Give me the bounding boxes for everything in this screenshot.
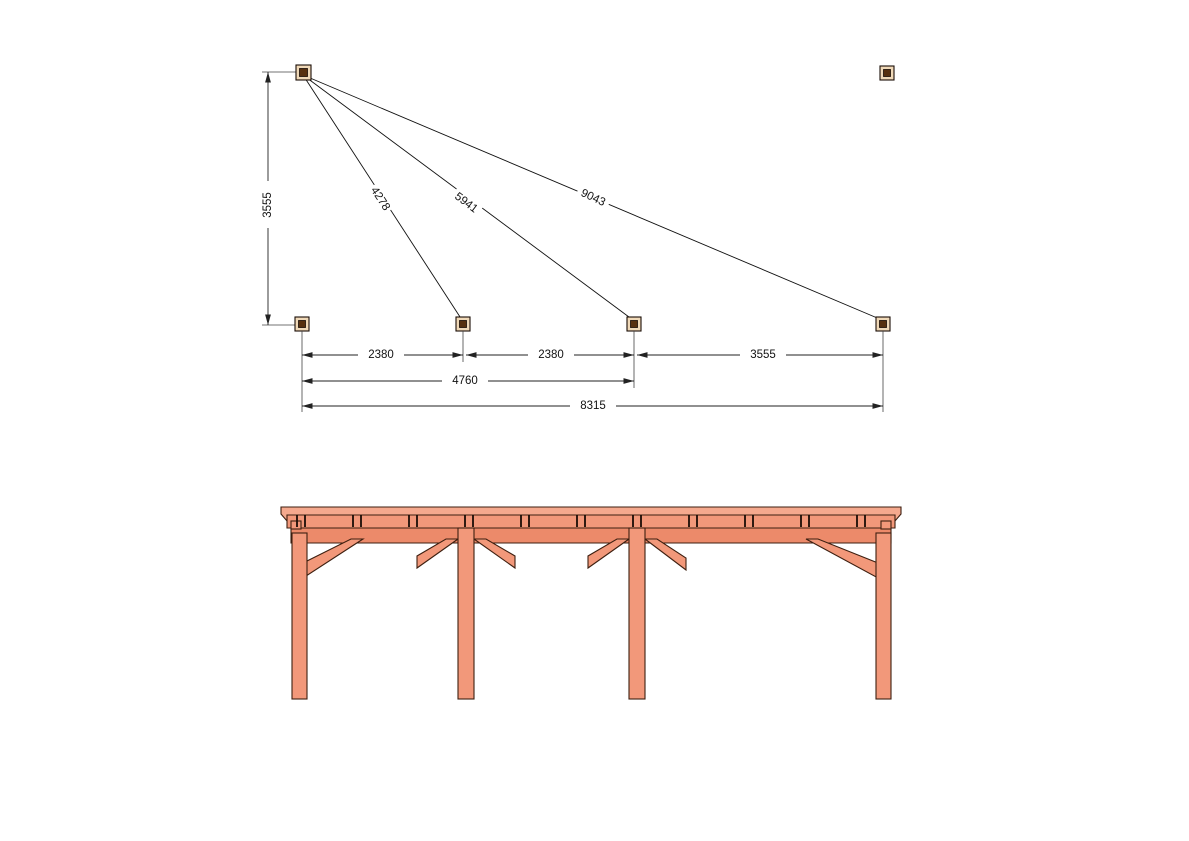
- main-beam: [290, 527, 892, 544]
- post-2: [457, 527, 475, 700]
- post-marker-apex[interactable]: [295, 64, 312, 81]
- posts-group: [291, 527, 892, 700]
- post-1: [291, 532, 308, 700]
- beam-end-block-left: [290, 520, 302, 530]
- dimension-label-row1-seg1: 2380: [368, 349, 394, 361]
- post-marker-2[interactable]: [455, 316, 471, 332]
- dimension-label-row1-seg2: 2380: [538, 349, 564, 361]
- rafter-marker: [632, 515, 642, 527]
- rafter-band: [286, 514, 896, 529]
- dimension-label-row1-seg3: 3555: [750, 349, 776, 361]
- diagonal-dimension-labels: 4278 5941 9043: [359, 178, 614, 224]
- post-marker-1[interactable]: [294, 316, 310, 332]
- dimension-label-row2: 4760: [452, 375, 478, 387]
- rafter-marker: [408, 515, 418, 527]
- rafter-marker: [744, 515, 754, 527]
- rafter-marker: [688, 515, 698, 527]
- plan-view-group: 3555 4278 5941 9043: [262, 64, 895, 412]
- elevation-view-group: [280, 506, 902, 700]
- brace-mid-a-right: [472, 538, 516, 570]
- dimension-row-1: 2380 2380 3555: [302, 349, 883, 361]
- brace-right-post-left: [805, 538, 879, 579]
- rafter-marker: [520, 515, 530, 527]
- rafter-marker: [800, 515, 810, 527]
- braces-group: [302, 538, 879, 580]
- brace-mid-b-left: [587, 538, 631, 570]
- post-4: [875, 532, 892, 700]
- post-marker-detached[interactable]: [879, 65, 895, 81]
- dimension-label-row3: 8315: [580, 400, 606, 412]
- brace-mid-b-right: [643, 538, 687, 572]
- beam-end-block-right: [880, 520, 892, 530]
- post-marker-3[interactable]: [626, 316, 642, 332]
- post-marker-4[interactable]: [875, 316, 891, 332]
- dimension-label-vertical: 3555: [262, 192, 274, 218]
- rafter-markers-group: [296, 515, 866, 527]
- node-markers-group: [294, 64, 895, 332]
- rafter-marker: [576, 515, 586, 527]
- post-3: [628, 527, 646, 700]
- brace-left-post-right: [302, 538, 365, 580]
- rafter-marker: [464, 515, 474, 527]
- rafter-marker: [296, 515, 306, 527]
- brace-mid-a-left: [416, 538, 460, 570]
- rafter-marker: [352, 515, 362, 527]
- vertical-dimension-3555: 3555: [262, 72, 274, 325]
- dimension-row-2: 4760: [302, 375, 634, 387]
- rafter-marker: [856, 515, 866, 527]
- dimension-row-3: 8315: [302, 400, 883, 412]
- dimension-extension-lines: [301, 331, 884, 412]
